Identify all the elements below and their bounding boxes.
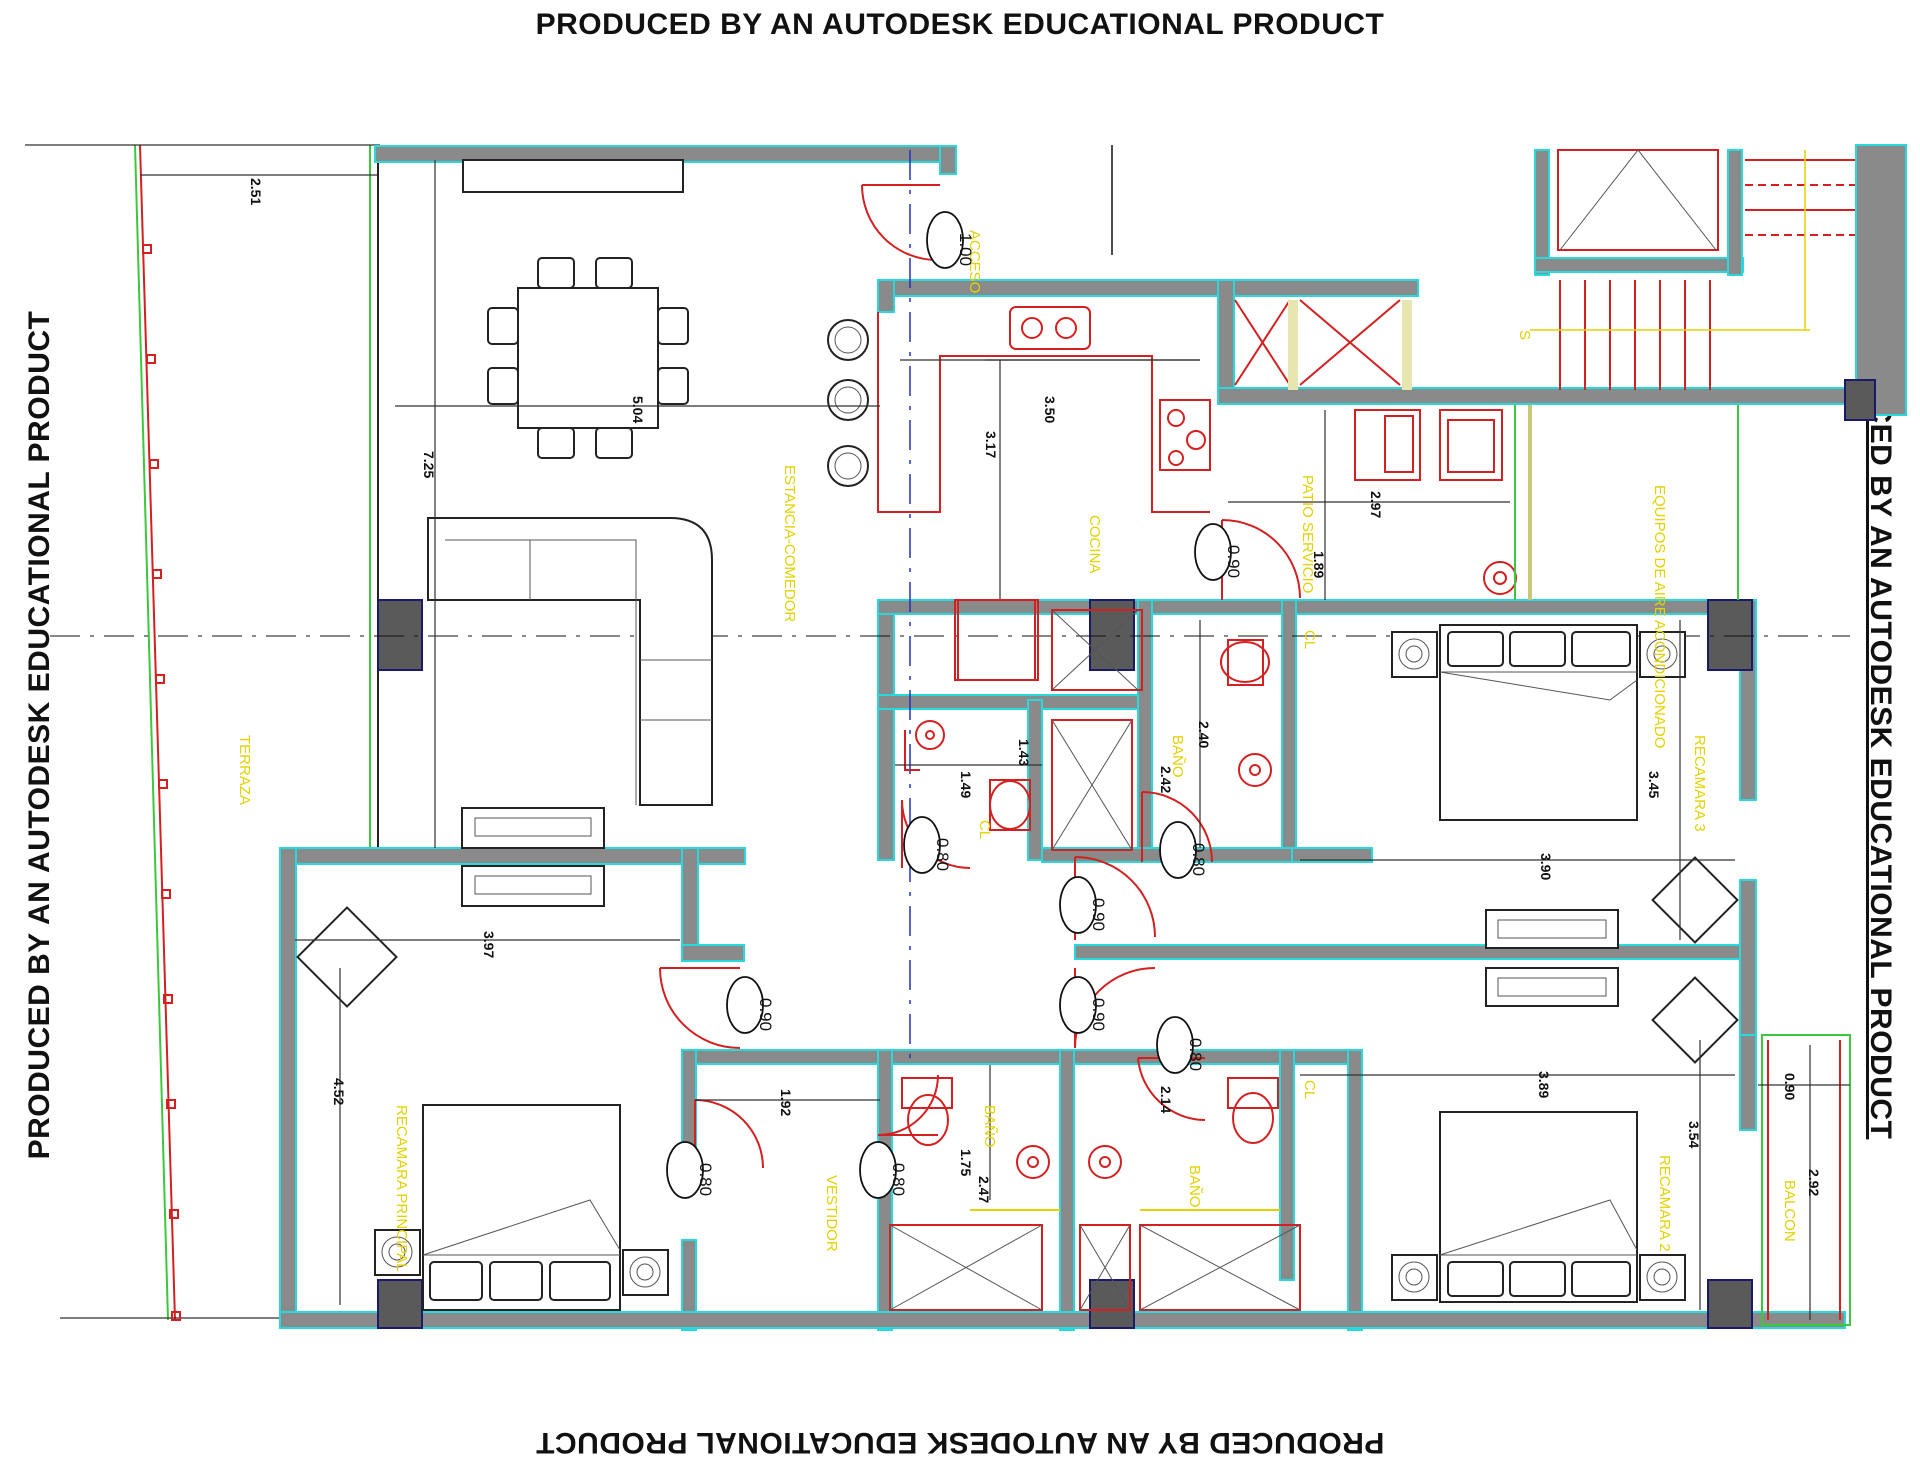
walls [279,144,1907,1331]
dim-1-89: 1.89 [1311,551,1327,578]
dim-3-17: 3.17 [983,431,999,458]
door-tag-vestidor: 0.80 [696,1163,715,1196]
label-equipos-aire: EQUIPOS DE AIRE ACONDICIONADO [1651,485,1668,748]
dim-3-45: 3.45 [1646,771,1662,798]
door-tag-patio: 0.90 [1224,545,1243,578]
bedroom-2 [1391,967,1739,1303]
dim-2-51: 2.51 [248,178,264,205]
door-tag-vestidor-gate: 0.90 [756,998,775,1031]
label-recamara-3: RECAMARA 3 [1691,735,1708,832]
dimension-texts: 2.51 7.25 5.04 3.50 3.17 2.97 1.89 1.43 … [248,178,1822,1203]
stair-label: S [1516,330,1533,340]
label-cl-small: CL [976,820,993,839]
dim-2-92: 2.92 [1806,1169,1822,1196]
dim-5-04: 5.04 [630,396,646,423]
bathroom-fixtures [889,599,1301,1311]
door-tags: 1.00 0.90 0.80 0.80 0.90 0.90 0.90 0.80 … [666,211,1243,1199]
tv-units [461,807,605,907]
label-estancia-comedor: ESTANCIA-COMEDOR [781,465,798,622]
dim-7-25: 7.25 [421,451,437,478]
label-bano-a: BAÑO [1169,735,1186,778]
balcony [1761,1034,1851,1326]
label-cl-b: CL [1301,1080,1318,1099]
label-bano-b: BAÑO [981,1105,998,1148]
label-recamara-principal: RECAMARA PRINCIPAL [393,1105,410,1271]
dim-0-90-balcony: 0.90 [1782,1073,1798,1100]
dim-3-50: 3.50 [1042,396,1058,423]
door-tag-rec2-bano: 0.80 [1186,1038,1205,1071]
dim-2-47: 2.47 [976,1176,992,1203]
label-balcon: BALCON [1781,1180,1798,1242]
dim-2-42: 2.42 [1158,766,1174,793]
dim-2-97: 2.97 [1368,491,1384,518]
label-cl-a: CL [1301,630,1318,649]
master-bedroom [296,906,669,1311]
label-acceso: ACCESO [966,230,983,293]
dim-3-54: 3.54 [1686,1121,1702,1148]
stairs: S [1516,149,1855,390]
label-cocina: COCINA [1086,515,1103,573]
dim-1-49: 1.49 [958,771,974,798]
bedroom-3 [1391,624,1739,949]
label-patio-servicio: PATIO SERVICIO [1299,475,1316,593]
dimension-lines [140,160,1850,1320]
dim-3-90: 3.90 [1538,853,1554,880]
door-tag-acceso: 1.00 [956,233,975,266]
sofa [427,517,713,806]
dim-2-14: 2.14 [1158,1086,1174,1113]
dining-set [462,159,869,487]
door-tag-bano-left: 0.80 [933,838,952,871]
door-tag-hall: 0.90 [1089,898,1108,931]
service-patio [1234,299,1739,600]
room-labels: TERRAZA ESTANCIA-COMEDOR COCINA ACCESO P… [236,230,1798,1271]
label-terraza: TERRAZA [236,735,253,805]
dim-3-89: 3.89 [1536,1071,1552,1098]
label-recamara-2: RECAMARA 2 [1656,1155,1673,1252]
dim-1-75: 1.75 [958,1149,974,1176]
terrace-edge [25,144,380,1321]
dim-3-97: 3.97 [481,931,497,958]
door-tag-bano-center: 0.80 [889,1163,908,1196]
kitchen [877,306,1211,681]
label-bano-c: BAÑO [1186,1165,1203,1208]
label-vestidor: VESTIDOR [823,1175,840,1252]
door-tag-rec2: 0.90 [1089,998,1108,1031]
dim-2-40: 2.40 [1196,721,1212,748]
dim-1-92: 1.92 [778,1089,794,1116]
dim-1-43: 1.43 [1016,739,1032,766]
dim-4-52: 4.52 [331,1078,347,1105]
door-tag-bano-right: 0.80 [1189,843,1208,876]
watermark-top: PRODUCED BY AN AUTODESK EDUCATIONAL PROD… [535,8,1385,41]
